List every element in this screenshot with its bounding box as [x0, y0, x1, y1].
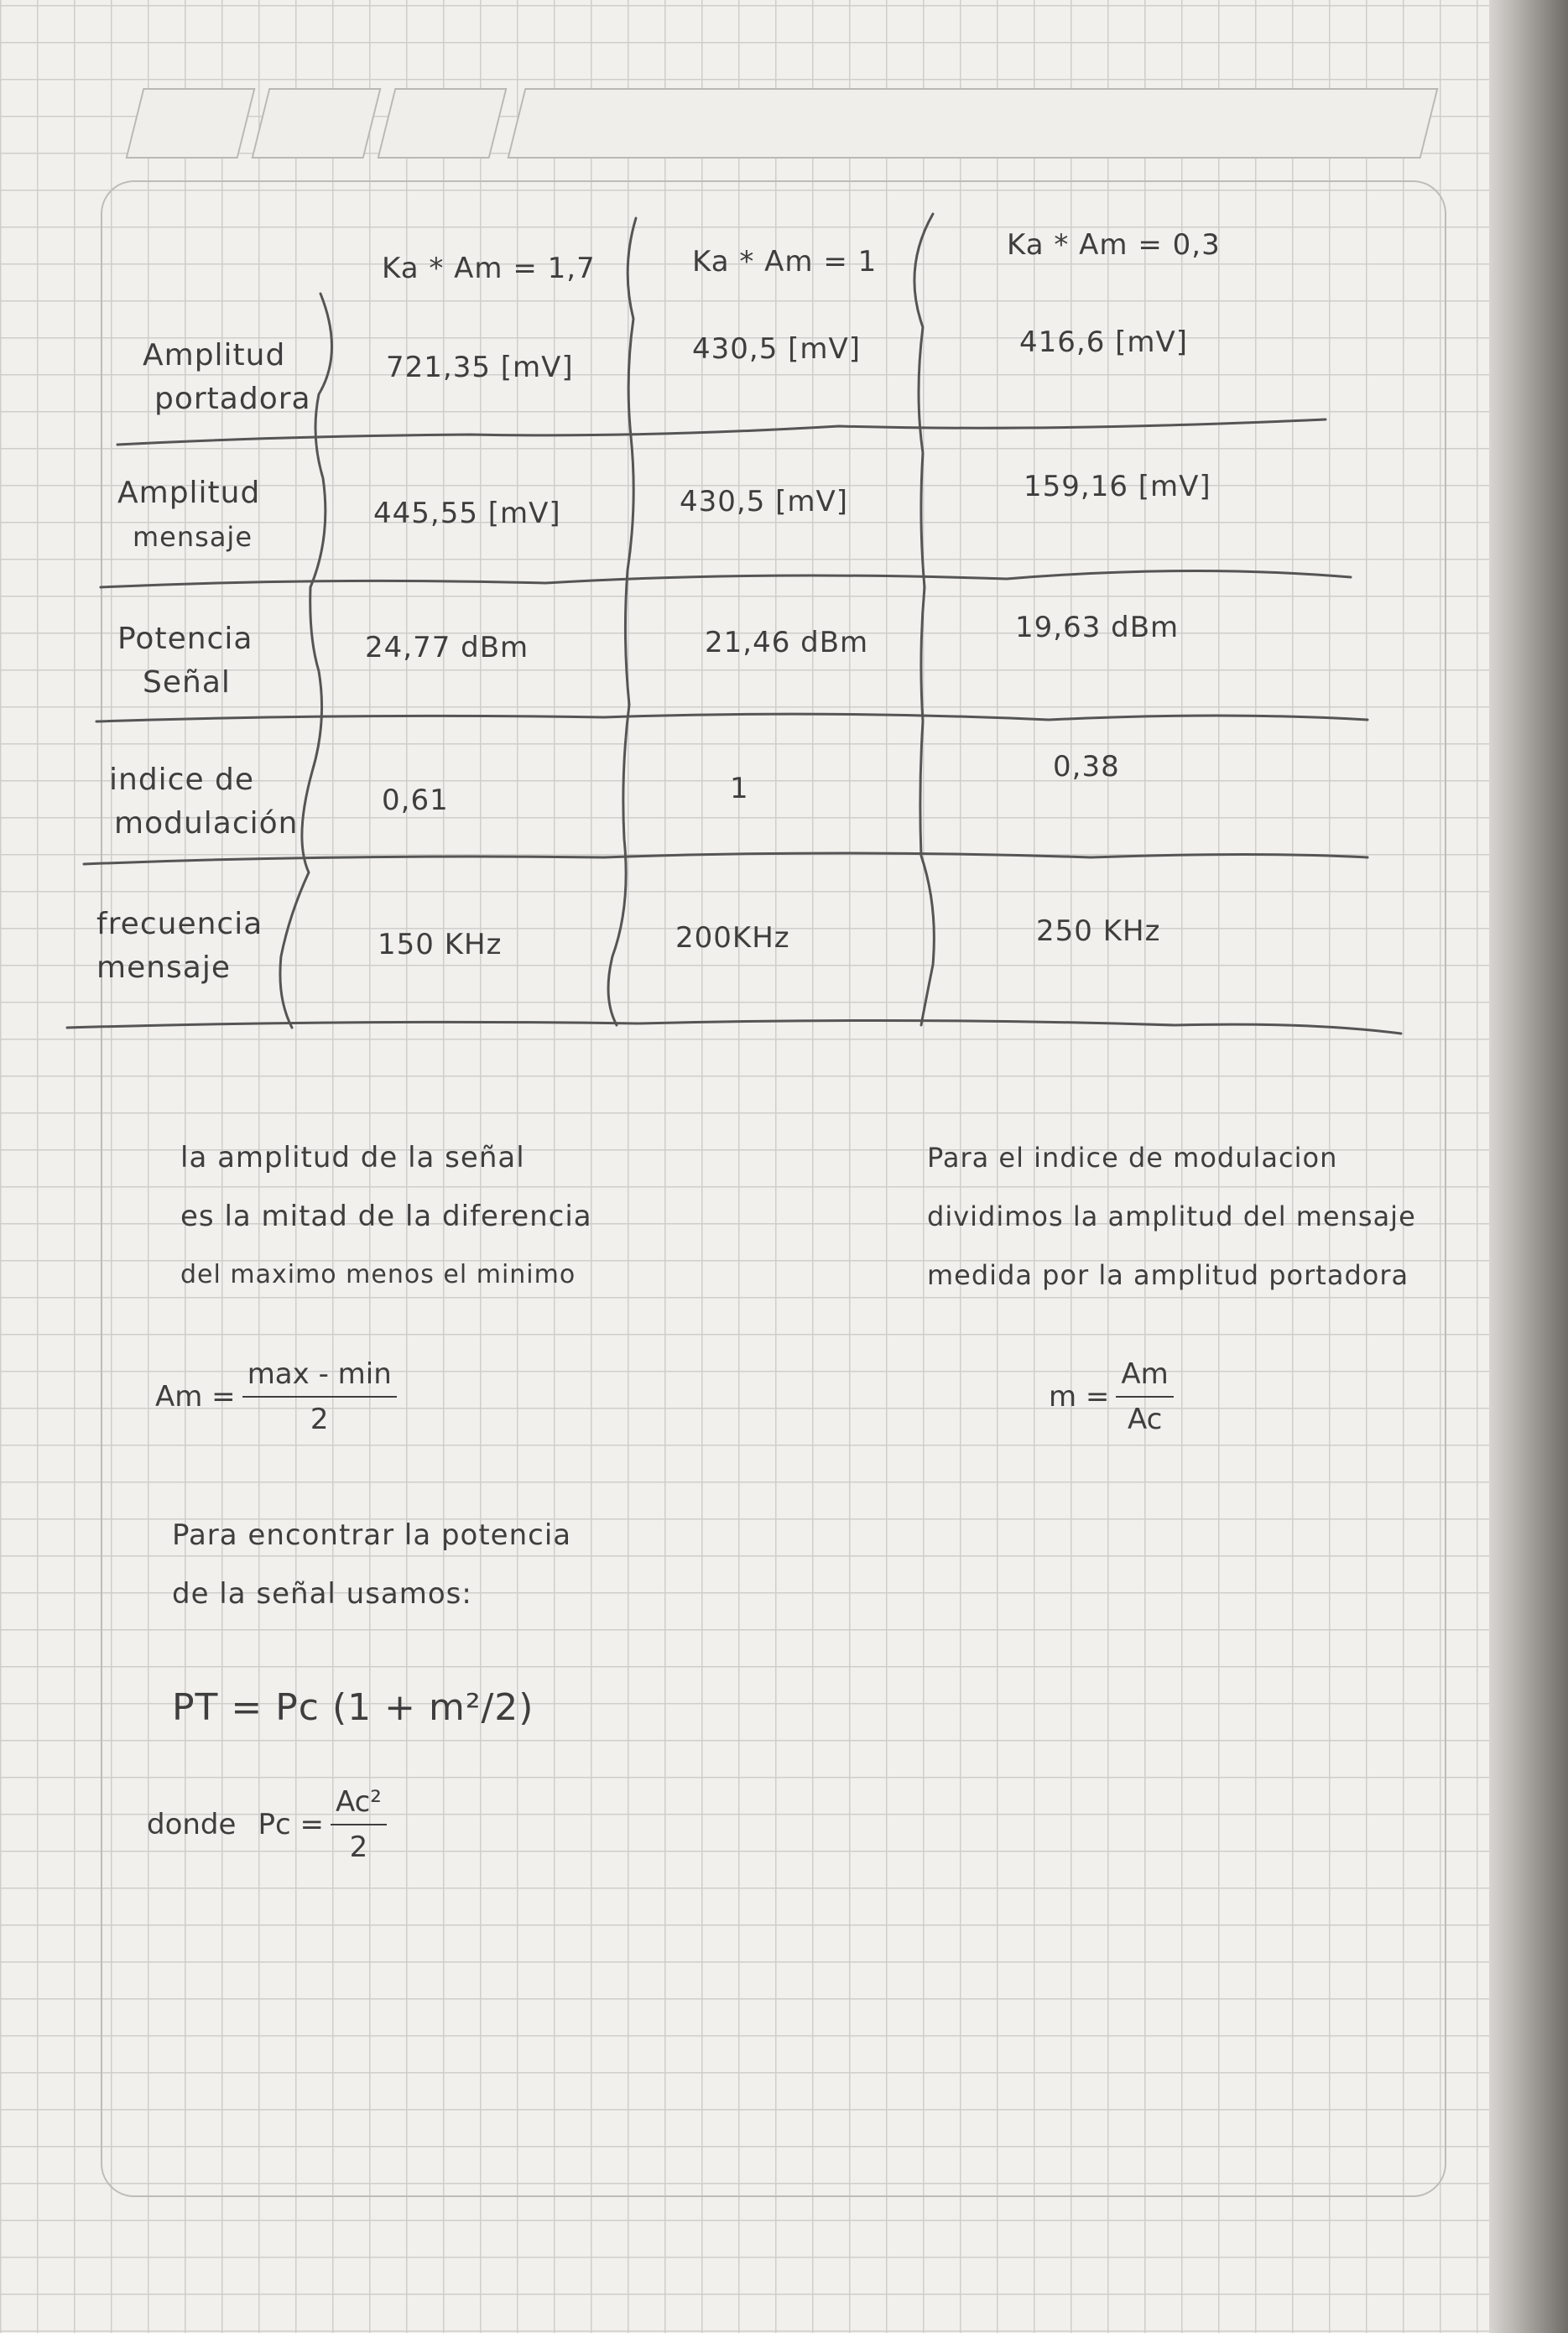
cell-r1-c3: 416,6 [mV]	[1019, 325, 1189, 359]
cell-r2-c3: 159,16 [mV]	[1024, 470, 1211, 503]
row-label-line-2: mensaje	[133, 521, 253, 553]
formula-donde: donde	[147, 1808, 237, 1841]
note-amplitud: la amplitud de la señal es la mitad de l…	[180, 1128, 592, 1305]
cell-r1-c1: 721,35 [mV]	[386, 351, 574, 384]
col-divider-2	[607, 216, 638, 1027]
formula-m: m = Am Ac	[1049, 1357, 1174, 1436]
row-label-line-1: indice de	[109, 763, 255, 797]
formula-am-lhs: Am =	[155, 1380, 236, 1414]
row-divider-3	[95, 712, 1369, 723]
formula-pc-lhs: Pc =	[258, 1808, 324, 1841]
note-line: Para encontrar la potencia	[172, 1518, 572, 1552]
row-label-line-2: mensaje	[96, 950, 231, 985]
row-label-line-1: Potencia	[117, 622, 253, 656]
note-line: dividimos la amplitud del mensaje	[927, 1200, 1416, 1232]
row-label-line-1: Amplitud	[117, 476, 261, 510]
cell-r1-c2: 430,5 [mV]	[692, 332, 862, 366]
row-label-line-1: Amplitud	[143, 338, 286, 372]
row-label-line-2: portadora	[154, 382, 311, 416]
column-header-2: Ka * Am = 1	[692, 245, 878, 279]
row-label-line-2: modulación	[114, 806, 299, 841]
note-indice-modulacion: Para el indice de modulacion dividimos l…	[927, 1128, 1416, 1305]
note-potencia: Para encontrar la potencia de la señal u…	[172, 1506, 571, 1623]
cell-r2-c1: 445,55 [mV]	[373, 497, 561, 530]
page-edge-shadow	[1489, 0, 1568, 2333]
page-frame	[101, 180, 1446, 2197]
notebook-page: Ka * Am = 1,7 Ka * Am = 1 Ka * Am = 0,3 …	[0, 0, 1493, 2333]
cell-r3-c3: 19,63 dBm	[1015, 611, 1180, 644]
row-label-potencia-senal: Potencia Señal	[117, 617, 253, 705]
formula-m-numerator: Am	[1116, 1357, 1174, 1398]
formula-pc-denominator: 2	[349, 1830, 368, 1864]
formula-pc: donde Pc = Ac² 2	[147, 1785, 387, 1864]
cell-r4-c1: 0,61	[382, 784, 449, 817]
formula-pc-numerator: Ac²	[330, 1785, 387, 1825]
note-line: es la mitad de la diferencia	[180, 1200, 592, 1233]
row-label-amplitud-portadora: Amplitud portadora	[143, 334, 311, 421]
note-line: la amplitud de la señal	[180, 1141, 525, 1174]
col-divider-3	[913, 212, 935, 1027]
table-lines	[65, 212, 1403, 1035]
column-header-3: Ka * Am = 0,3	[1007, 228, 1221, 262]
formula-am-denominator: 2	[310, 1403, 329, 1436]
col-divider-1	[279, 292, 333, 1029]
row-label-indice-modulacion: indice de modulación	[109, 758, 298, 846]
cell-r5-c1: 150 KHz	[378, 928, 503, 961]
note-line: del maximo menos el minimo	[180, 1260, 576, 1289]
cell-r2-c2: 430,5 [mV]	[680, 485, 849, 518]
cell-r4-c2: 1	[730, 772, 749, 805]
formula-m-lhs: m =	[1049, 1380, 1110, 1414]
formula-am-numerator: max - min	[242, 1357, 397, 1398]
cell-r3-c1: 24,77 dBm	[365, 631, 529, 664]
row-divider-4	[82, 851, 1369, 866]
row-divider-2	[99, 569, 1352, 589]
cell-r4-c3: 0,38	[1053, 750, 1120, 784]
row-label-line-1: frecuencia	[96, 907, 263, 941]
cell-r5-c2: 200KHz	[675, 921, 790, 955]
cell-r3-c2: 21,46 dBm	[705, 626, 869, 659]
note-line: medida por la amplitud portadora	[927, 1259, 1409, 1291]
formula-pt: PT = Pc (1 + m²/2)	[172, 1686, 534, 1729]
cell-r5-c3: 250 KHz	[1036, 914, 1161, 948]
column-header-1: Ka * Am = 1,7	[382, 252, 596, 285]
row-label-amplitud-mensaje: Amplitud mensaje	[117, 471, 260, 559]
note-line: Para el indice de modulacion	[927, 1142, 1338, 1174]
row-label-frecuencia-mensaje: frecuencia mensaje	[96, 903, 263, 990]
row-divider-5	[65, 1018, 1403, 1035]
row-divider-1	[116, 418, 1327, 446]
row-label-line-2: Señal	[143, 665, 231, 700]
note-line: de la señal usamos:	[172, 1577, 472, 1611]
formula-m-denominator: Ac	[1127, 1403, 1163, 1436]
formula-am: Am = max - min 2	[155, 1357, 397, 1436]
